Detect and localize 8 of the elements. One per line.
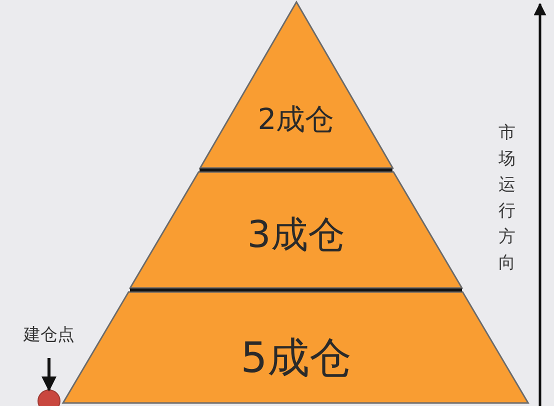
- position-label: 5成仓: [240, 332, 352, 384]
- direction-label: 市场运行方向: [498, 122, 516, 275]
- position-label: 3成仓: [247, 212, 345, 258]
- arrow: [42, 358, 56, 392]
- entry-point-label: 建仓点: [14, 322, 84, 348]
- pyramid-top-section: [198, 2, 394, 168]
- pyramid-section: [128, 172, 464, 288]
- position-label: 2成仓: [258, 101, 334, 138]
